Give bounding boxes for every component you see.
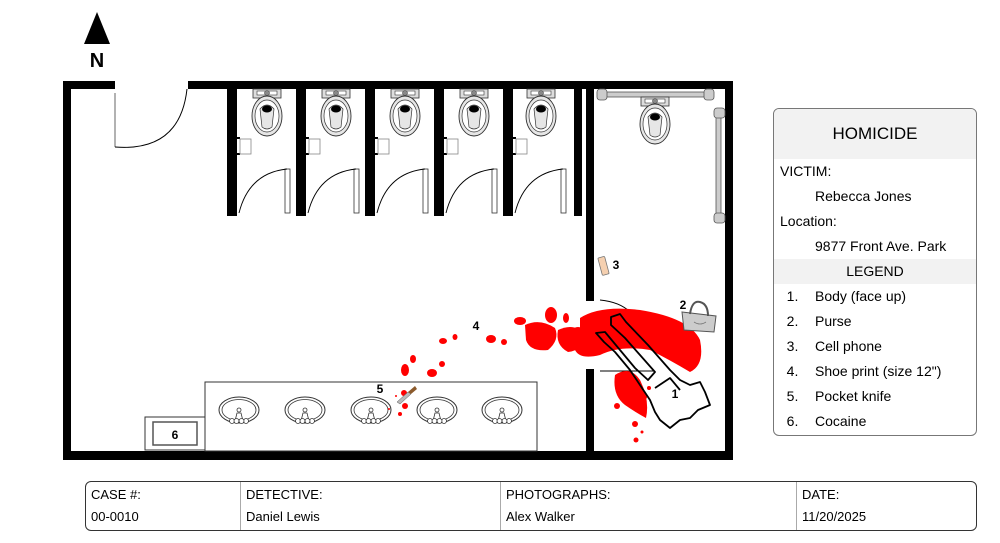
legend-item: 2. Purse — [774, 309, 976, 334]
case-info-panel: HOMICIDE VICTIM: Rebecca Jones Location:… — [773, 108, 977, 436]
photographs-value: Alex Walker — [506, 509, 575, 524]
photographs-label: PHOTOGRAPHS: — [506, 487, 611, 502]
north-arrow-icon — [84, 12, 110, 44]
shoe-prints — [401, 334, 507, 377]
cocaine-evidence: 6 — [144, 416, 206, 451]
photographs-cell: PHOTOGRAPHS: Alex Walker — [501, 482, 797, 530]
legend-label: Pocket knife — [815, 388, 892, 404]
legend-number: 6. — [786, 413, 799, 429]
marker-2: 2 — [680, 298, 687, 312]
legend-label: Body (face up) — [815, 288, 907, 304]
cell-phone-icon — [597, 256, 610, 276]
legend-label: Purse — [815, 313, 852, 329]
toilet-icon — [525, 88, 557, 137]
body-outline — [595, 313, 711, 429]
legend-number: 2. — [786, 313, 799, 329]
sink-icon — [416, 396, 458, 424]
toilet-icon — [320, 88, 352, 137]
legend-number: 1. — [786, 288, 799, 304]
detective-label: DETECTIVE: — [246, 487, 323, 502]
marker-1: 1 — [672, 387, 679, 401]
toilet-icon — [251, 88, 283, 137]
purse-icon — [681, 300, 717, 333]
marker-3: 3 — [613, 258, 620, 272]
crime-type-title: HOMICIDE — [774, 109, 976, 159]
toilet-icon — [639, 96, 671, 145]
marker-5: 5 — [377, 382, 384, 396]
legend-number: 3. — [786, 338, 799, 354]
marker-4: 4 — [473, 319, 480, 333]
case-footer-table: CASE #: 00-0010 DETECTIVE: Daniel Lewis … — [85, 481, 977, 531]
date-cell: DATE: 11/20/2025 — [797, 482, 976, 530]
toilet-icon — [389, 88, 421, 137]
north-label: N — [90, 50, 104, 72]
date-value: 11/20/2025 — [802, 509, 867, 524]
location-value: 9877 Front Ave. Park — [815, 238, 947, 254]
entrance-door — [114, 88, 188, 148]
pocket-knife-icon — [388, 386, 417, 416]
case-number-cell: CASE #: 00-0010 — [86, 482, 241, 530]
sink-icon — [481, 396, 523, 424]
legend-title: LEGEND — [774, 259, 976, 284]
sink-counter — [204, 381, 538, 452]
outer-walls — [63, 81, 733, 460]
case-number-value: 00-0010 — [91, 509, 139, 524]
detective-cell: DETECTIVE: Daniel Lewis — [241, 482, 501, 530]
detective-value: Daniel Lewis — [246, 509, 320, 524]
legend-item: 4. Shoe print (size 12") — [774, 359, 976, 384]
legend-label: Shoe print (size 12") — [815, 363, 942, 379]
location-label: Location: — [780, 213, 837, 229]
marker-6: 6 — [172, 428, 179, 442]
blood-pool — [514, 307, 702, 443]
victim-name: Rebecca Jones — [815, 188, 912, 204]
toilet-icon — [458, 88, 490, 137]
legend-item: 1. Body (face up) — [774, 284, 976, 309]
victim-label: VICTIM: — [780, 163, 832, 179]
legend-label: Cell phone — [815, 338, 882, 354]
accessible-stall — [586, 88, 726, 451]
legend-number: 4. — [786, 363, 799, 379]
legend-item: 5. Pocket knife — [774, 384, 976, 409]
date-label: DATE: — [802, 487, 840, 502]
sink-icon — [284, 396, 326, 424]
sink-icon — [218, 396, 260, 424]
legend-number: 5. — [786, 388, 799, 404]
legend-item: 3. Cell phone — [774, 334, 976, 359]
legend-label: Cocaine — [815, 413, 867, 429]
toilet-stalls — [226, 80, 582, 217]
floor-plan: N — [63, 12, 733, 460]
legend-item: 6. Cocaine — [774, 409, 976, 434]
case-number-label: CASE #: — [91, 487, 141, 502]
sink-icon — [350, 396, 392, 424]
